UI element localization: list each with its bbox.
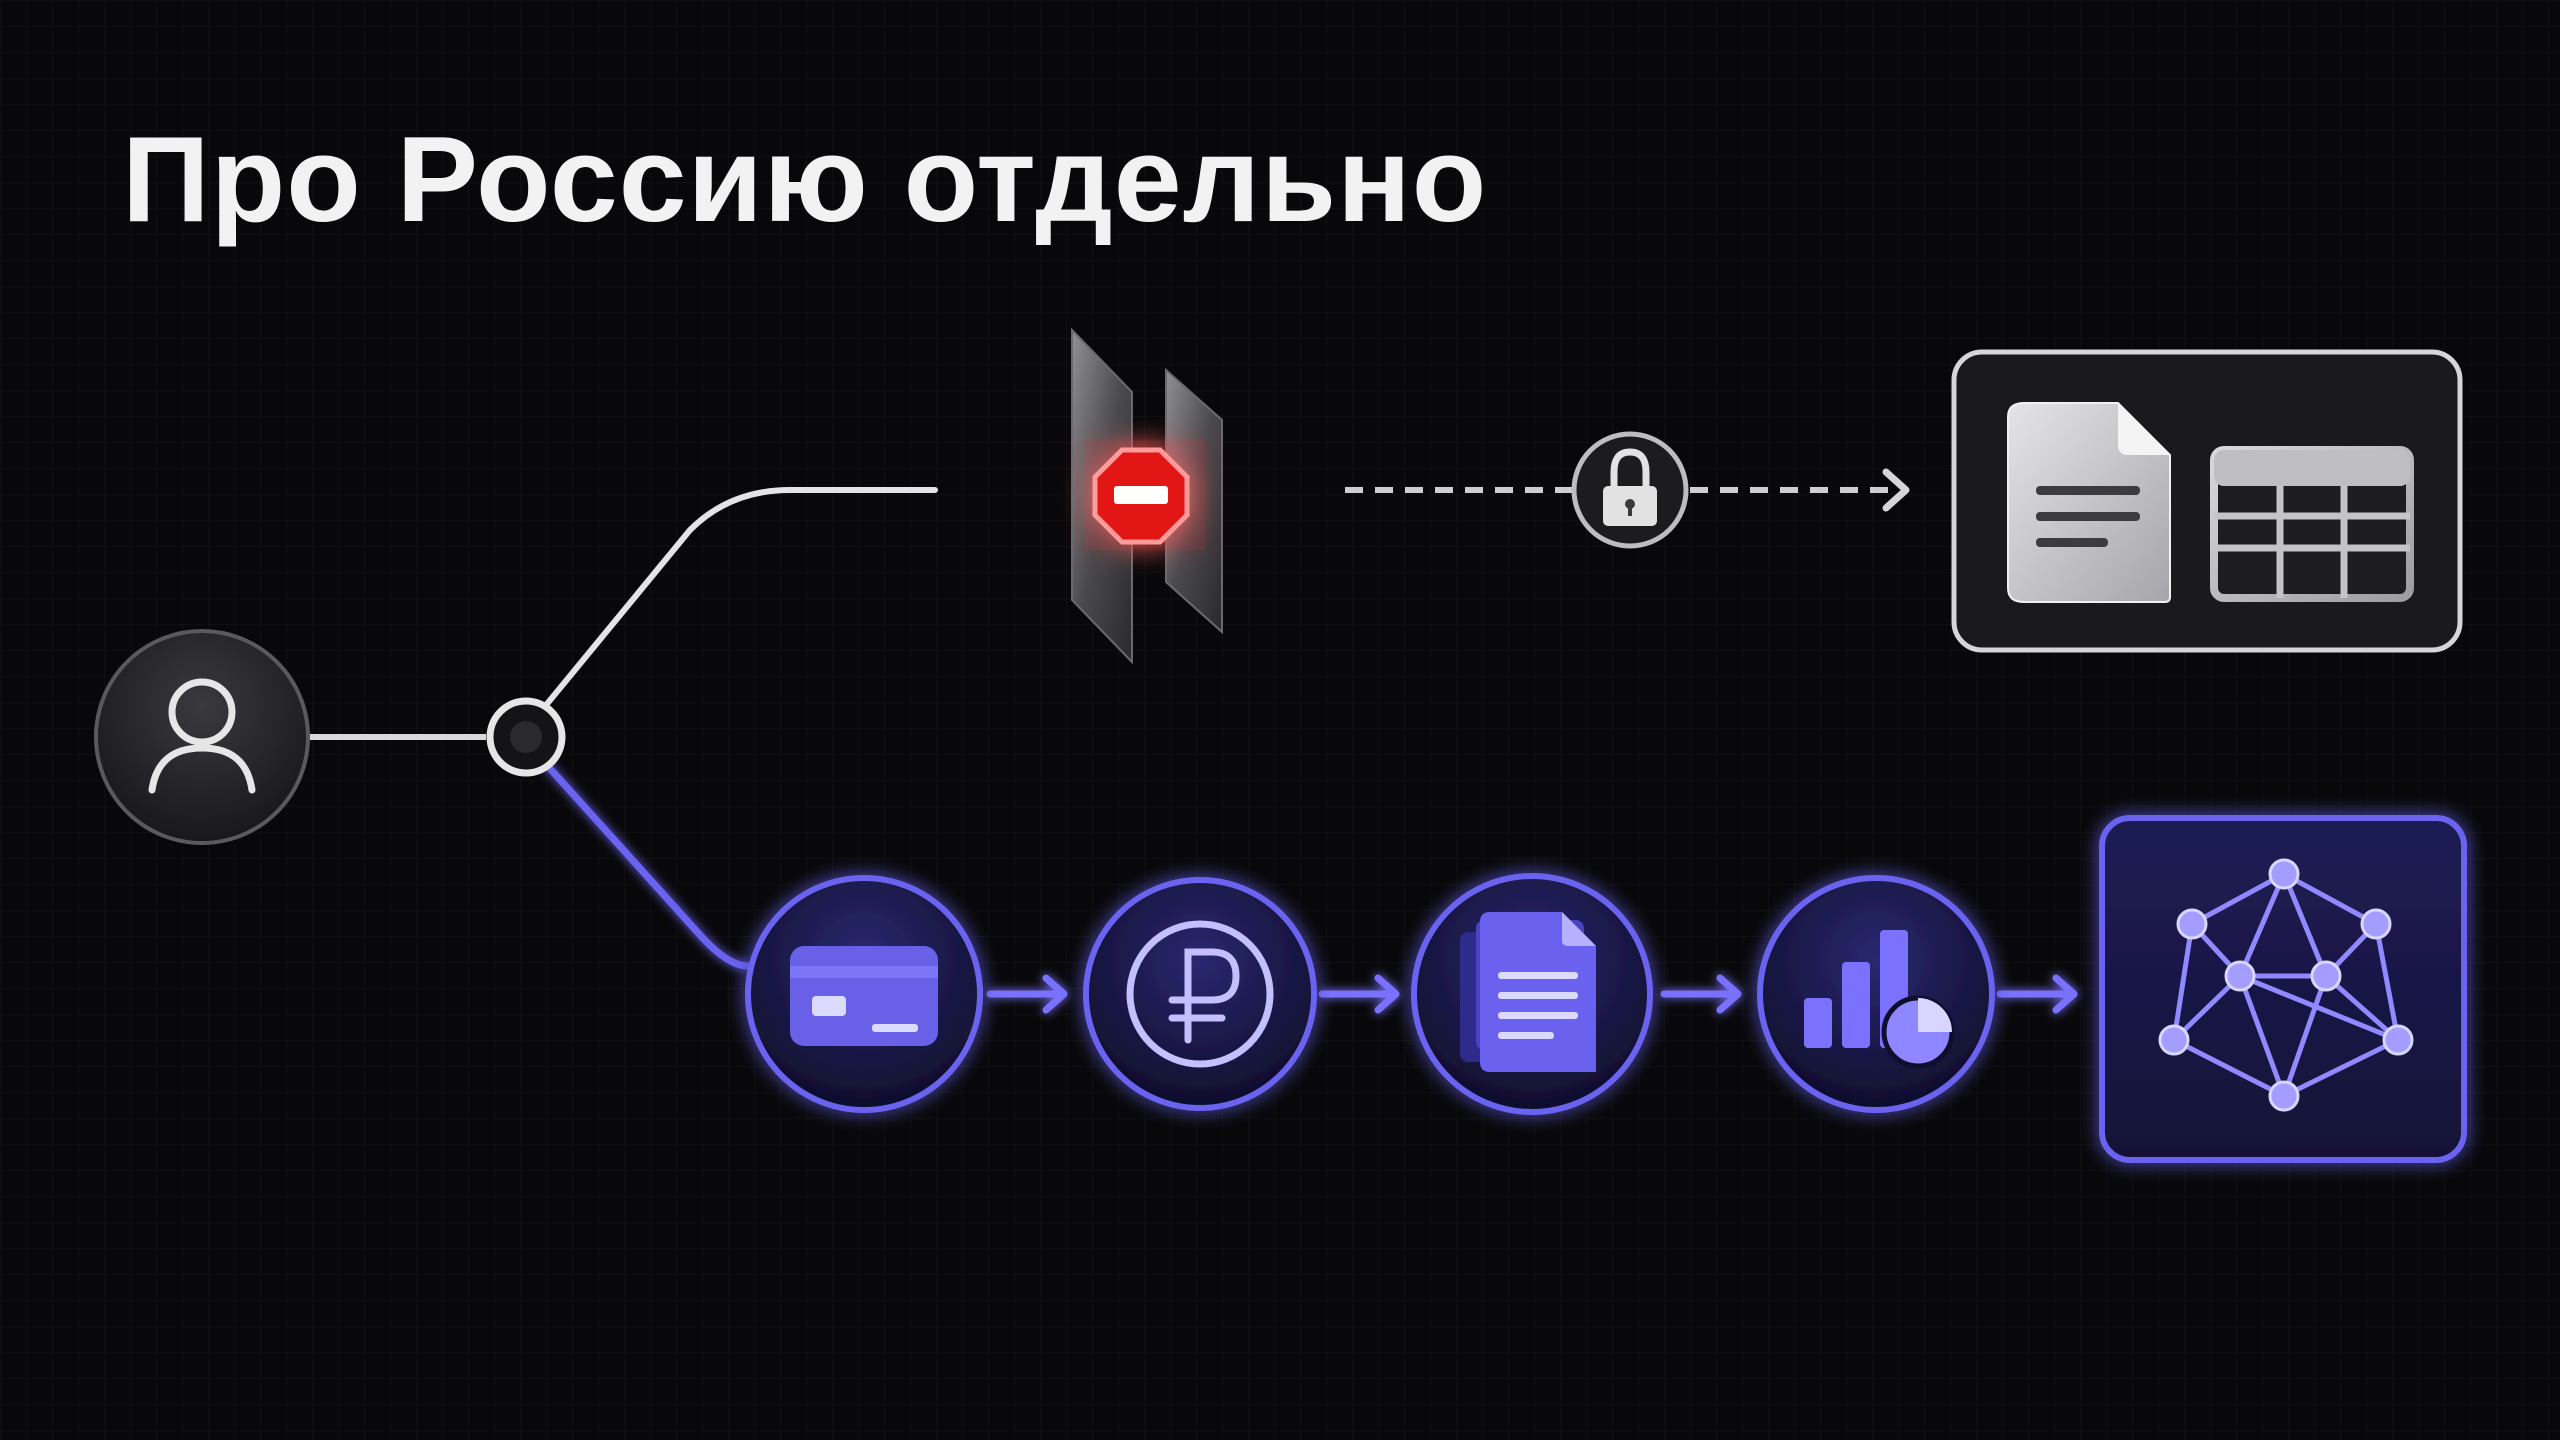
- allowed-step-arrow: [986, 974, 1068, 1014]
- barrier: [1071, 327, 1223, 665]
- connectors: [310, 468, 2078, 1014]
- allowed-step-arrow: [1660, 974, 1742, 1014]
- neural-network-icon: [2158, 858, 2414, 1112]
- analytics-chart-icon: [1804, 930, 1955, 1069]
- page-title: Про Россию отдельно: [122, 111, 1488, 247]
- allowed-step-arrow: [1996, 974, 2078, 1014]
- step-documents-node: [1411, 873, 1653, 1115]
- user-icon: [148, 678, 256, 794]
- lock-node: [1571, 431, 1689, 549]
- spreadsheet-icon: [2210, 446, 2414, 602]
- no-entry-icon: [1092, 447, 1190, 545]
- document-icon: [2007, 402, 2171, 603]
- documents-icon: [1460, 912, 1596, 1072]
- lock-icon: [1603, 448, 1657, 526]
- split-node: [486, 697, 566, 777]
- blocked-route-arrowhead: [1882, 468, 1910, 512]
- step-analytics-node: [1757, 875, 1995, 1113]
- blocked-route-line: [539, 487, 938, 713]
- junction-dot: [510, 721, 542, 753]
- allowed-route-line: [541, 759, 752, 970]
- user-node: [94, 629, 310, 845]
- blocked-destination-card: [1951, 349, 2463, 653]
- allowed-step-arrow: [1318, 974, 1400, 1014]
- ruble-icon: [1126, 920, 1274, 1068]
- allowed-destination-card: [2099, 815, 2467, 1163]
- credit-card-icon: [790, 946, 938, 1046]
- step-ruble-node: [1083, 877, 1317, 1111]
- step-payment-node: [745, 875, 983, 1113]
